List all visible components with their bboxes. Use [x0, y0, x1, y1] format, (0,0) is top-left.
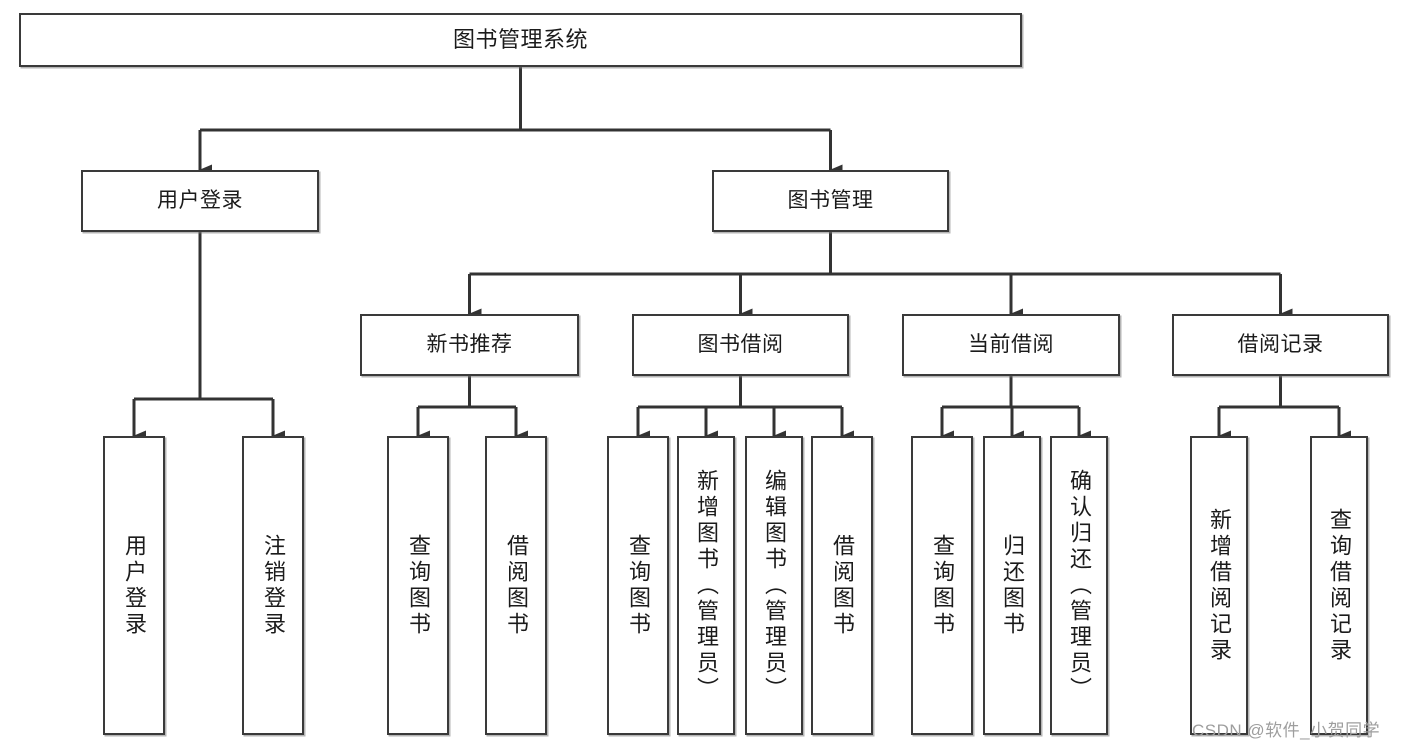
node-label: 图书管理系统	[452, 27, 588, 53]
node-label: 图书管理	[787, 188, 874, 212]
node-leaf-br-query[interactable]: 查询借阅记录	[1310, 436, 1368, 735]
node-leaf-rec-query[interactable]: 查询图书	[387, 436, 449, 735]
node-label: 新增借阅记录	[1206, 507, 1232, 664]
node-label: 新书推荐	[426, 332, 513, 356]
node-root[interactable]: 图书管理系统	[19, 13, 1022, 67]
node-label: 用户登录	[121, 533, 147, 638]
node-leaf-cb-query[interactable]: 查询图书	[911, 436, 973, 735]
node-label: 确认归还（管理员）	[1066, 468, 1092, 703]
node-label: 查询图书	[929, 533, 955, 638]
node-leaf-cb-return[interactable]: 归还图书	[983, 436, 1041, 735]
node-label: 查询借阅记录	[1326, 507, 1352, 664]
node-label: 当前借阅	[968, 332, 1054, 356]
node-leaf-user-logout[interactable]: 注销登录	[242, 436, 304, 735]
node-borrow-record[interactable]: 借阅记录	[1172, 314, 1389, 376]
node-leaf-bb-query[interactable]: 查询图书	[607, 436, 669, 735]
node-label: 借阅图书	[829, 533, 855, 638]
node-book-manage[interactable]: 图书管理	[712, 170, 949, 232]
node-leaf-bb-edit[interactable]: 编辑图书（管理员）	[745, 436, 803, 735]
node-label: 查询图书	[405, 533, 431, 638]
node-leaf-br-add[interactable]: 新增借阅记录	[1190, 436, 1248, 735]
node-label: 新增图书（管理员）	[693, 468, 719, 703]
node-label: 归还图书	[999, 533, 1025, 638]
node-label: 用户登录	[157, 188, 243, 212]
node-label: 借阅记录	[1237, 332, 1324, 356]
node-book-borrow[interactable]: 图书借阅	[632, 314, 849, 376]
watermark-text: CSDN @软件_小贺同学	[1192, 721, 1381, 740]
node-new-book-rec[interactable]: 新书推荐	[360, 314, 579, 376]
node-user-login[interactable]: 用户登录	[81, 170, 319, 232]
node-label: 编辑图书（管理员）	[761, 468, 787, 703]
node-leaf-cb-confirm[interactable]: 确认归还（管理员）	[1050, 436, 1108, 735]
node-current-borrow[interactable]: 当前借阅	[902, 314, 1120, 376]
node-leaf-bb-borrow[interactable]: 借阅图书	[811, 436, 873, 735]
node-leaf-bb-add[interactable]: 新增图书（管理员）	[677, 436, 735, 735]
node-label: 图书借阅	[697, 332, 784, 356]
node-leaf-user-login[interactable]: 用户登录	[103, 436, 165, 735]
node-label: 注销登录	[260, 533, 286, 638]
node-label: 借阅图书	[503, 533, 529, 638]
node-label: 查询图书	[625, 533, 651, 638]
node-leaf-rec-borrow[interactable]: 借阅图书	[485, 436, 547, 735]
